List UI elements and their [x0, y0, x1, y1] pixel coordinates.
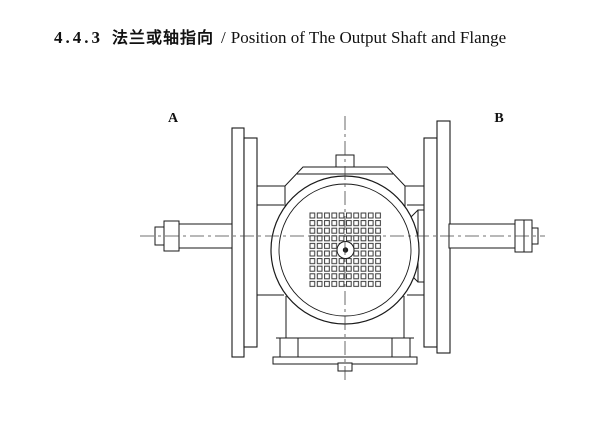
- right-flange-face: [436, 120, 451, 354]
- housing-top: [257, 154, 424, 296]
- title-english: Position of The Output Shaft and Flange: [230, 28, 507, 47]
- view-label-b: B: [494, 111, 503, 126]
- section-number: 4.4.3: [54, 28, 103, 47]
- left-flange-face: [231, 127, 245, 358]
- page-title: 4.4.3 法兰或轴指向 /Position of The Output Shaft…: [54, 24, 594, 48]
- left-flange-hub: [243, 137, 258, 348]
- view-label-a: A: [168, 111, 179, 126]
- title-separator: /: [221, 28, 226, 47]
- centerlines: [140, 116, 545, 380]
- hub-center-dot: [342, 247, 349, 253]
- left-flange: [231, 127, 258, 358]
- title-chinese: 法兰或轴指向: [112, 28, 215, 47]
- right-flange: [423, 120, 451, 354]
- right-flange-hub: [423, 137, 438, 348]
